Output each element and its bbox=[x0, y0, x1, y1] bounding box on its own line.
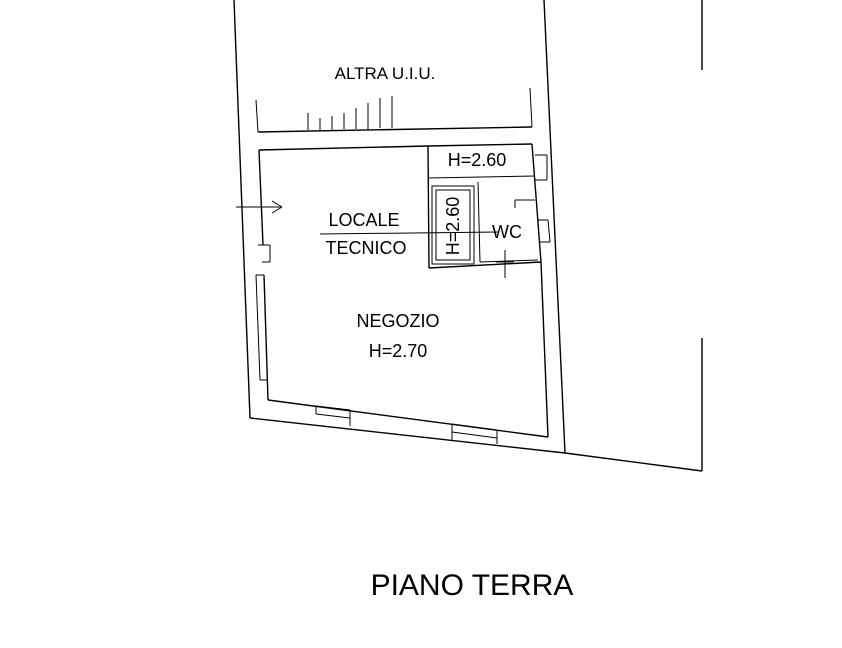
tecnico-height-label: H=2.60 bbox=[443, 197, 463, 256]
wc-label: WC bbox=[492, 222, 522, 242]
outer-walls bbox=[233, 0, 703, 472]
local-tecnico-label-line2: TECNICO bbox=[326, 238, 407, 258]
negozio-label: NEGOZIO bbox=[356, 311, 439, 331]
upper-unit bbox=[255, 87, 533, 133]
bathroom-height-label: H=2.60 bbox=[448, 150, 507, 170]
negozio-height-label: H=2.70 bbox=[369, 341, 428, 361]
altra-uiu-label: ALTRA U.I.U. bbox=[335, 64, 436, 83]
local-tecnico-label-line1: LOCALE bbox=[328, 210, 399, 230]
entrance-arrow-icon bbox=[236, 200, 283, 214]
bathroom-block bbox=[319, 143, 551, 278]
negozio-room bbox=[255, 145, 549, 444]
floor-title: PIANO TERRA bbox=[371, 569, 574, 602]
